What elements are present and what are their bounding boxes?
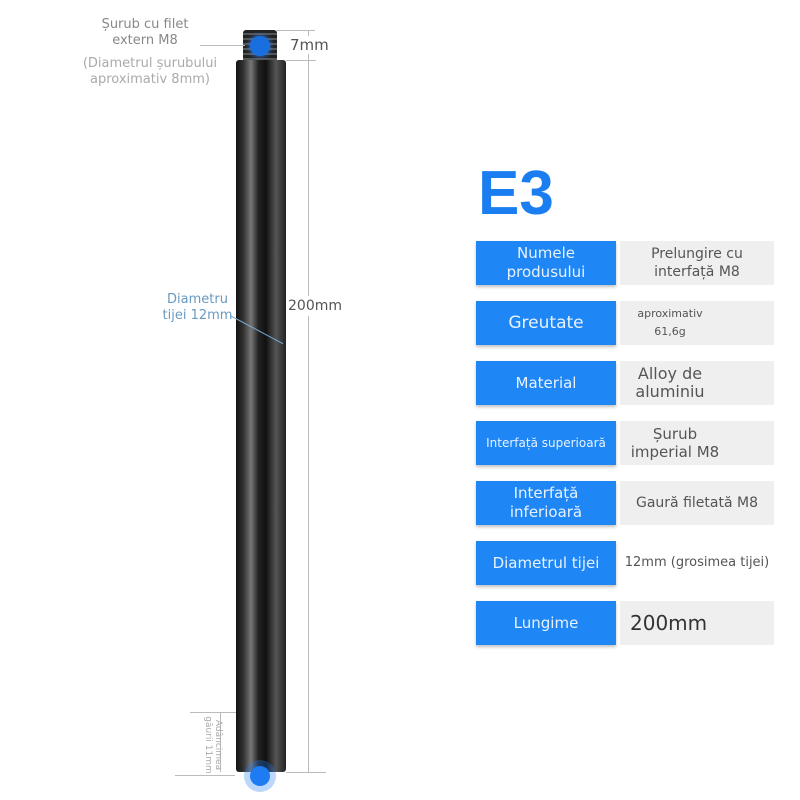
spec-key: Lungime xyxy=(476,601,616,645)
rod-diameter-label: Diametru tijei 12mm xyxy=(162,292,233,323)
screw-label: Șurub cu filet extern M8 xyxy=(101,17,189,48)
thread-length-label: 7mm xyxy=(290,36,329,54)
rod-length-label: 200mm xyxy=(288,296,342,316)
product-code: E3 xyxy=(478,159,554,228)
spec-value: Șurub imperial M8 xyxy=(620,421,774,465)
extension-rod xyxy=(236,60,286,772)
spec-value: Alloy de aluminiu xyxy=(620,361,774,405)
spec-value: Gaură filetată M8 xyxy=(620,481,774,525)
spec-value: aproximativ 61,6g xyxy=(620,301,774,345)
spec-key: Diametrul tijei xyxy=(476,541,616,585)
spec-key: Greutate xyxy=(476,301,616,345)
spec-value: Prelungire cu interfață M8 xyxy=(620,241,774,285)
screw-note: (Diametrul șurubului aproximativ 8mm) xyxy=(82,56,218,87)
spec-key: Interfață superioară xyxy=(476,421,616,465)
spec-key: Numele produsului xyxy=(476,241,616,285)
spec-key: Material xyxy=(476,361,616,405)
spec-value: 12mm (grosimea tijei) xyxy=(620,541,774,585)
top-screw-marker xyxy=(250,36,270,56)
spec-key: Interfață inferioară xyxy=(476,481,616,525)
bottom-hole-marker xyxy=(250,766,270,786)
spec-value: 200mm xyxy=(620,601,774,645)
hole-depth-label: Adâncimea găurii 11mm xyxy=(203,716,223,774)
